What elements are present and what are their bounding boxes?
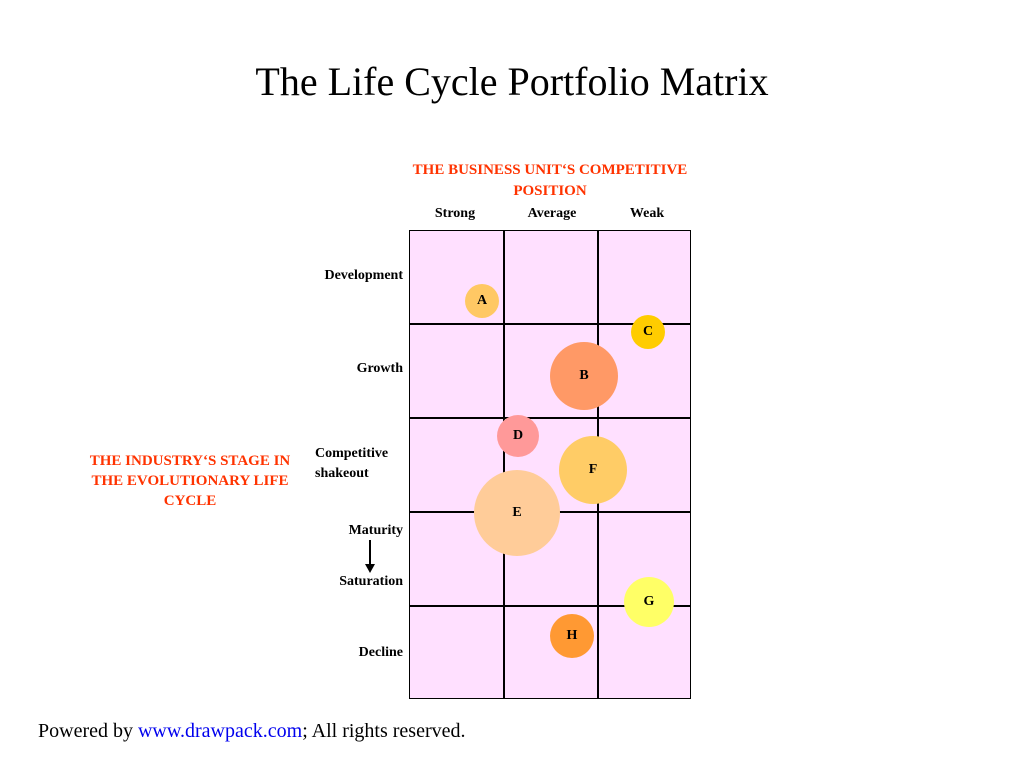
stage-arrow-head xyxy=(365,564,375,573)
column-label-weak: Weak xyxy=(629,206,665,221)
column-label-average: Average xyxy=(527,206,577,221)
footer-suffix: ; All rights reserved. xyxy=(302,720,466,742)
page-title: The Life Cycle Portfolio Matrix xyxy=(255,59,769,104)
stage-arrow-line xyxy=(369,540,371,566)
footer: Powered by www.drawpack.com; All rights … xyxy=(38,720,466,743)
row-label-growth: Growth xyxy=(356,361,403,376)
bubble-g: G xyxy=(624,577,674,627)
footer-prefix: Powered by xyxy=(38,720,138,742)
grid-divider-horizontal xyxy=(410,605,690,607)
row-label-development: Development xyxy=(324,268,403,283)
bubble-d: D xyxy=(497,415,539,457)
row-label-saturation: Saturation xyxy=(339,574,403,589)
row-label-maturity: Maturity xyxy=(348,523,403,538)
row-axis-title: THE INDUSTRY‘S STAGE IN THE EVOLUTIONARY… xyxy=(89,453,291,509)
row-label-decline: Decline xyxy=(358,645,403,660)
grid-divider-vertical xyxy=(503,231,505,698)
column-axis-title: THE BUSINESS UNIT‘S COMPETITIVE POSITION xyxy=(412,162,688,199)
row-label-competitive-shakeout: Competitive shakeout xyxy=(315,446,389,481)
grid-divider-horizontal xyxy=(410,417,690,419)
footer-link[interactable]: www.drawpack.com xyxy=(137,720,303,742)
bubble-f: F xyxy=(559,436,627,504)
bubble-b: B xyxy=(550,342,618,410)
column-label-strong: Strong xyxy=(434,206,476,221)
bubble-h: H xyxy=(550,614,594,658)
bubble-c: C xyxy=(631,315,665,349)
matrix-grid xyxy=(409,230,691,699)
bubble-a: A xyxy=(465,284,499,318)
bubble-e: E xyxy=(474,470,560,556)
grid-divider-horizontal xyxy=(410,323,690,325)
